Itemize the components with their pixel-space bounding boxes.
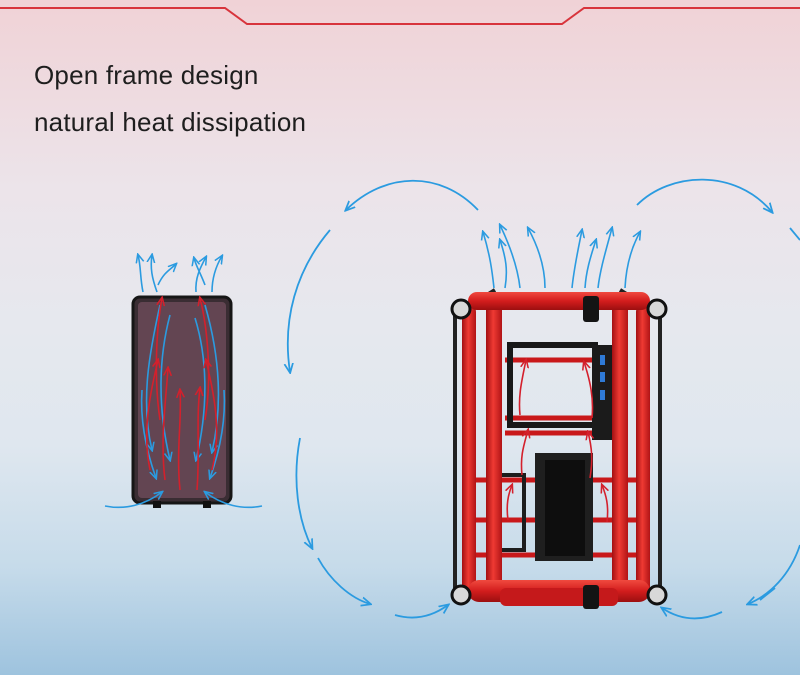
headline-open-frame-design: Open frame design <box>34 60 259 90</box>
hot-air-arrows-open-case <box>507 360 607 523</box>
hot-air-arrows-closed-case <box>145 298 218 491</box>
cool-air-circulation-loops <box>288 178 800 620</box>
open-frame-case-illustration <box>288 178 800 620</box>
closed-case-illustration <box>104 255 263 509</box>
top-accent-line <box>0 7 800 25</box>
top-exhaust-arrows-open-case <box>483 225 640 289</box>
headline-natural-heat-dissipation: natural heat dissipation <box>34 107 307 137</box>
top-exhaust-arrows-closed-case <box>138 255 222 293</box>
